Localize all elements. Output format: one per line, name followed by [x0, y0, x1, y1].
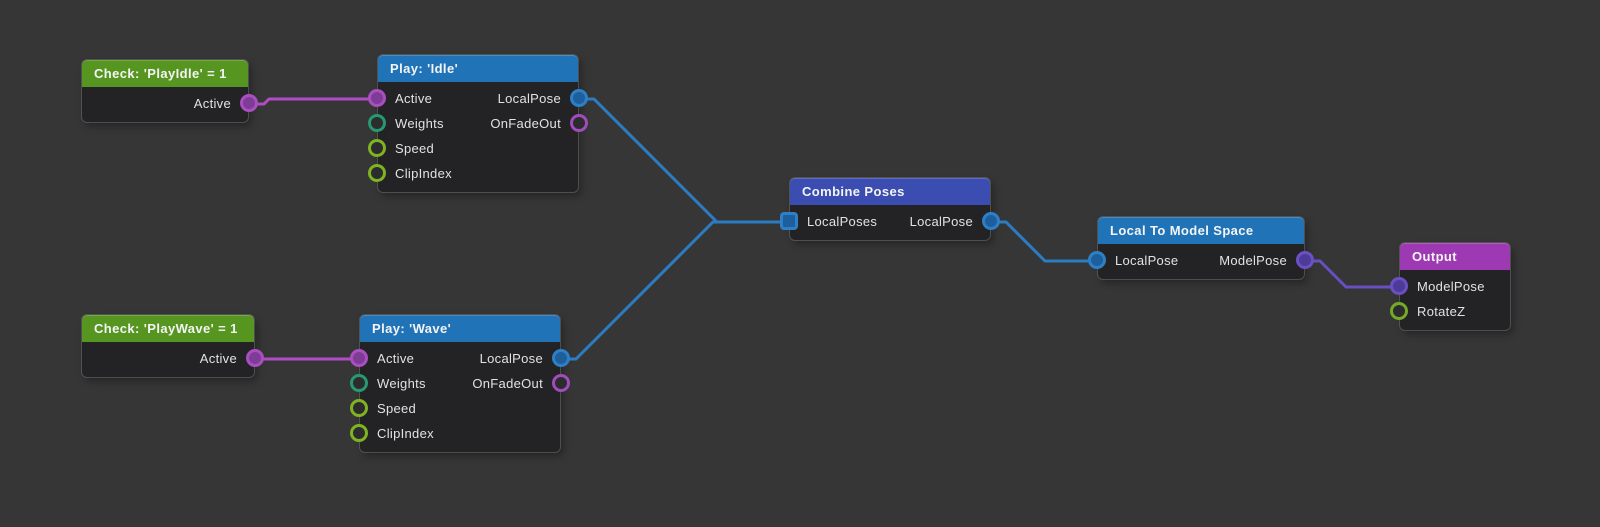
onfadeout-output-port[interactable]: [552, 374, 570, 392]
port-label: Weights: [395, 116, 444, 131]
node-local-to-model-body: LocalPose ModelPose: [1088, 244, 1314, 279]
localpose-output-port[interactable]: [570, 89, 588, 107]
node-combine-poses-body: LocalPoses LocalPose: [780, 205, 1000, 240]
port-row: Weights OnFadeOut: [368, 111, 588, 136]
port-label: LocalPose: [497, 91, 561, 106]
localposes-input-port[interactable]: [780, 212, 798, 230]
node-output-header[interactable]: Output: [1400, 243, 1510, 270]
localpose-output-port[interactable]: [552, 349, 570, 367]
onfadeout-output-port[interactable]: [570, 114, 588, 132]
port-label: Active: [377, 351, 415, 366]
active-input-port[interactable]: [350, 349, 368, 367]
port-label: Speed: [395, 141, 435, 156]
active-input-port[interactable]: [368, 89, 386, 107]
port-label: ModelPose: [1417, 279, 1485, 294]
port-label: OnFadeOut: [490, 116, 561, 131]
port-row: RotateZ: [1390, 299, 1510, 324]
port-row: Active: [82, 91, 258, 116]
port-label: LocalPose: [479, 351, 543, 366]
port-label: Active: [199, 351, 237, 366]
port-label: RotateZ: [1417, 304, 1466, 319]
wire-local-to-model-to-output[interactable]: [1302, 259, 1402, 289]
wire-play-idle-to-combine-poses[interactable]: [576, 97, 792, 224]
wire-play-wave-to-combine-poses[interactable]: [558, 220, 792, 361]
speed-input-port[interactable]: [368, 139, 386, 157]
port-row: Speed: [350, 396, 560, 421]
node-check-playidle-header[interactable]: Check: 'PlayIdle' = 1: [82, 60, 248, 87]
weights-input-port[interactable]: [350, 374, 368, 392]
weights-input-port[interactable]: [368, 114, 386, 132]
localpose-output-port[interactable]: [982, 212, 1000, 230]
rotatez-input-port[interactable]: [1390, 302, 1408, 320]
active-output-port[interactable]: [246, 349, 264, 367]
active-output-port[interactable]: [240, 94, 258, 112]
port-label: LocalPose: [909, 214, 973, 229]
node-check-playwave[interactable]: Check: 'PlayWave' = 1 Active: [82, 315, 264, 377]
modelpose-output-port[interactable]: [1296, 251, 1314, 269]
node-play-wave-header[interactable]: Play: 'Wave': [360, 315, 560, 342]
port-label: LocalPoses: [807, 214, 878, 229]
wire-combine-poses-to-local-to-model[interactable]: [988, 220, 1100, 263]
speed-input-port[interactable]: [350, 399, 368, 417]
port-label: ClipIndex: [395, 166, 452, 181]
port-label: Speed: [377, 401, 417, 416]
port-label: Active: [193, 96, 231, 111]
port-row: Speed: [368, 136, 578, 161]
port-row: ClipIndex: [350, 421, 560, 446]
port-row: Active LocalPose: [350, 346, 570, 371]
node-check-playidle-body: Active: [82, 87, 258, 122]
clipindex-input-port[interactable]: [368, 164, 386, 182]
port-row: Active: [82, 346, 264, 371]
node-local-to-model-header[interactable]: Local To Model Space: [1098, 217, 1304, 244]
port-row: Weights OnFadeOut: [350, 371, 570, 396]
clipindex-input-port[interactable]: [350, 424, 368, 442]
wire-check-playidle-to-play-idle[interactable]: [246, 97, 380, 106]
port-row: ModelPose: [1390, 274, 1510, 299]
localpose-input-port[interactable]: [1088, 251, 1106, 269]
port-row: Active LocalPose: [368, 86, 588, 111]
port-label: Active: [395, 91, 433, 106]
node-combine-poses-header[interactable]: Combine Poses: [790, 178, 990, 205]
port-row: LocalPose ModelPose: [1088, 248, 1314, 273]
node-check-playwave-body: Active: [82, 342, 264, 377]
port-row: LocalPoses LocalPose: [780, 209, 1000, 234]
port-label: ClipIndex: [377, 426, 434, 441]
node-check-playwave-header[interactable]: Check: 'PlayWave' = 1: [82, 315, 254, 342]
port-label: ModelPose: [1219, 253, 1287, 268]
port-label: LocalPose: [1115, 253, 1179, 268]
port-row: ClipIndex: [368, 161, 578, 186]
node-play-idle-header[interactable]: Play: 'Idle': [378, 55, 578, 82]
node-check-playidle[interactable]: Check: 'PlayIdle' = 1 Active: [82, 60, 258, 122]
port-label: Weights: [377, 376, 426, 391]
port-label: OnFadeOut: [472, 376, 543, 391]
modelpose-input-port[interactable]: [1390, 277, 1408, 295]
